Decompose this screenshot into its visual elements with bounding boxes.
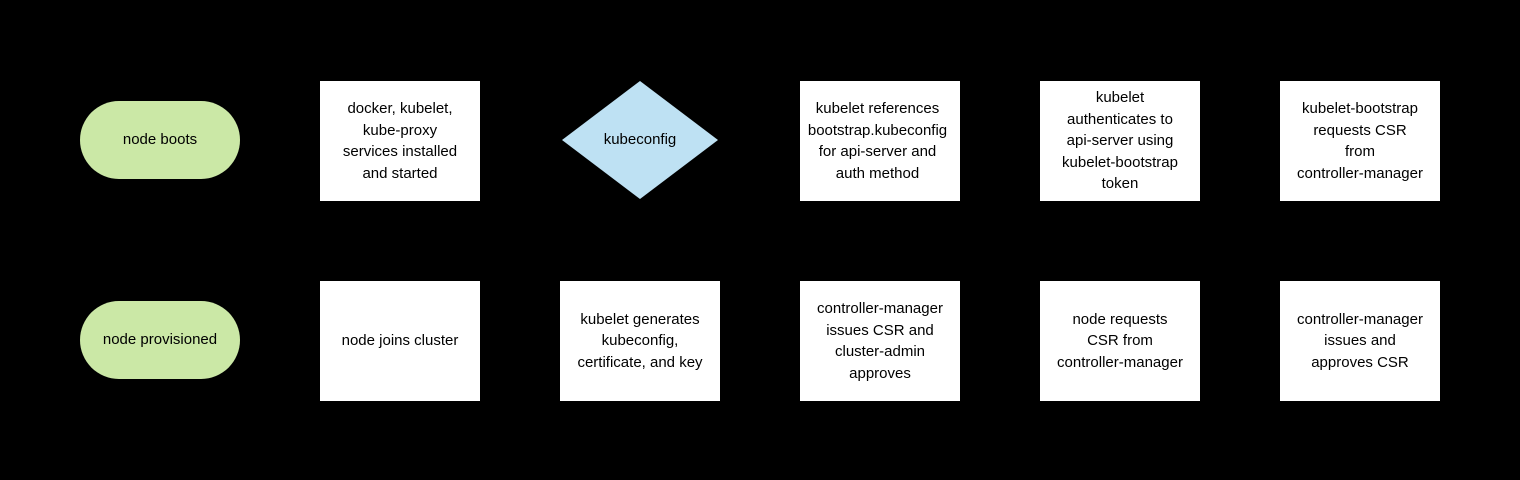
node-label: controller-manager issues and approves C… <box>1297 310 1423 371</box>
node-services-installed[interactable]: docker, kubelet, kube-proxy services ins… <box>320 81 480 201</box>
node-label: kubelet generates kubeconfig, certificat… <box>577 310 703 371</box>
node-bootstrap-requests-csr[interactable]: kubelet-bootstrap requests CSR from cont… <box>1280 81 1440 201</box>
node-kubelet-authenticates[interactable]: kubelet authenticates to api-server usin… <box>1040 81 1200 201</box>
node-label: controller-manager issues CSR and cluste… <box>817 300 943 382</box>
node-label: node boots <box>122 131 198 149</box>
node-kubeconfig-decision[interactable]: kubeconfig <box>562 81 718 199</box>
node-kubelet-generates[interactable]: kubelet generates kubeconfig, certificat… <box>560 281 720 401</box>
node-kubelet-references[interactable]: kubelet references bootstrap.kubeconfig … <box>800 81 960 201</box>
node-node-boots[interactable]: node boots <box>80 101 240 179</box>
node-node-provisioned[interactable]: node provisioned <box>80 301 240 379</box>
node-cm-issues-approves-csr[interactable]: controller-manager issues and approves C… <box>1280 281 1440 401</box>
node-node-joins-cluster[interactable]: node joins cluster <box>320 281 480 401</box>
node-label: node requests CSR from controller-manage… <box>1057 310 1183 371</box>
node-node-requests-csr[interactable]: node requests CSR from controller-manage… <box>1040 281 1200 401</box>
node-label: docker, kubelet, kube-proxy services ins… <box>342 100 458 182</box>
node-label: node provisioned <box>102 331 218 349</box>
node-label: node joins cluster <box>341 332 459 350</box>
node-label: kubelet references bootstrap.kubeconfig … <box>807 100 948 182</box>
node-label: kubelet authenticates to api-server usin… <box>1062 89 1178 193</box>
node-label: kubeconfig <box>603 131 677 149</box>
node-label: kubelet-bootstrap requests CSR from cont… <box>1297 100 1423 182</box>
node-cm-issues-csr[interactable]: controller-manager issues CSR and cluste… <box>800 281 960 401</box>
